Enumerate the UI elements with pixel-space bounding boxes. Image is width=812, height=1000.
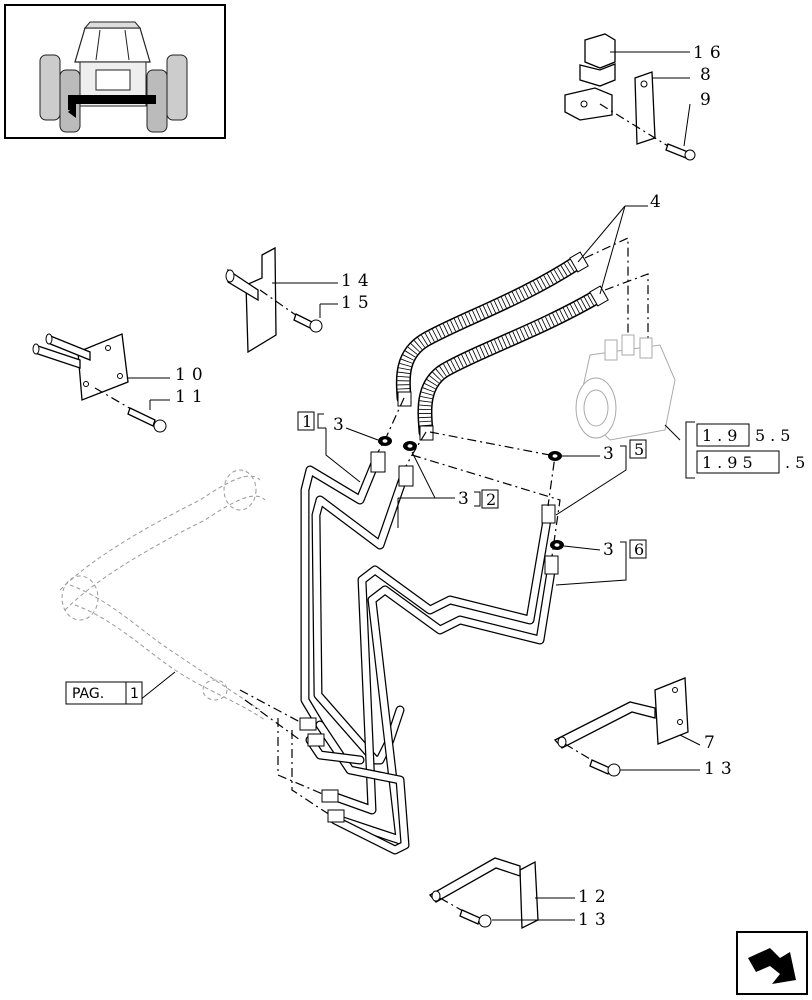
label-3d: 3 — [603, 540, 620, 560]
label-15: 15 — [341, 293, 375, 313]
ref-5[interactable]: 5 — [634, 440, 649, 459]
ref-1-9-tail[interactable]: 5.5 — [755, 426, 795, 445]
label-3c: 3 — [603, 444, 620, 464]
label-13b: 13 — [578, 910, 612, 930]
label-4: 4 — [650, 192, 667, 212]
label-3b: 3 — [458, 489, 475, 509]
rigid-pipes — [299, 451, 559, 855]
ref-box-5[interactable] — [629, 439, 647, 459]
label-12: 12 — [578, 887, 612, 907]
axle-ghost — [59, 469, 266, 721]
ref-2[interactable]: 2 — [486, 490, 501, 509]
label-8: 8 — [700, 65, 717, 85]
label-16: 16 — [693, 43, 727, 63]
label-13a: 13 — [704, 759, 738, 779]
ref-6[interactable]: 6 — [634, 540, 649, 559]
label-3a: 3 — [333, 415, 350, 435]
ref-box-6[interactable] — [629, 539, 647, 559]
clamp-assembly-top — [564, 33, 696, 161]
next-page-arrow-icon[interactable] — [736, 931, 808, 995]
ref-1-9[interactable]: 1.9 — [702, 426, 742, 445]
bracket-14 — [225, 246, 323, 354]
ref-box-1-95[interactable] — [696, 450, 780, 474]
label-9: 9 — [700, 90, 717, 110]
label-10: 10 — [175, 365, 209, 385]
bracket-7 — [553, 677, 689, 777]
ref-box-1-9[interactable] — [696, 423, 750, 447]
ref-1-95[interactable]: 1.95 — [702, 453, 758, 472]
ref-1-95-tail[interactable]: .5 — [785, 453, 810, 472]
label-7: 7 — [704, 733, 721, 753]
label-14: 14 — [341, 271, 375, 291]
ref-1[interactable]: 1 — [302, 412, 317, 431]
tractor-front-view-icon — [39, 21, 188, 133]
tractor-thumbnail[interactable] — [4, 4, 226, 139]
bracket-10 — [32, 333, 167, 433]
ref-box-1[interactable] — [297, 411, 315, 431]
pag-num-box[interactable] — [125, 681, 143, 705]
ref-box-2[interactable] — [481, 489, 499, 509]
steering-unit-ghost — [575, 334, 676, 441]
pag-num[interactable]: 1 — [130, 686, 139, 702]
hoses-part-4 — [395, 251, 609, 441]
label-11: 11 — [175, 387, 209, 407]
pag-text[interactable]: PAG. — [72, 686, 104, 702]
bracket-12 — [428, 857, 539, 930]
seals-part-3 — [378, 436, 564, 550]
